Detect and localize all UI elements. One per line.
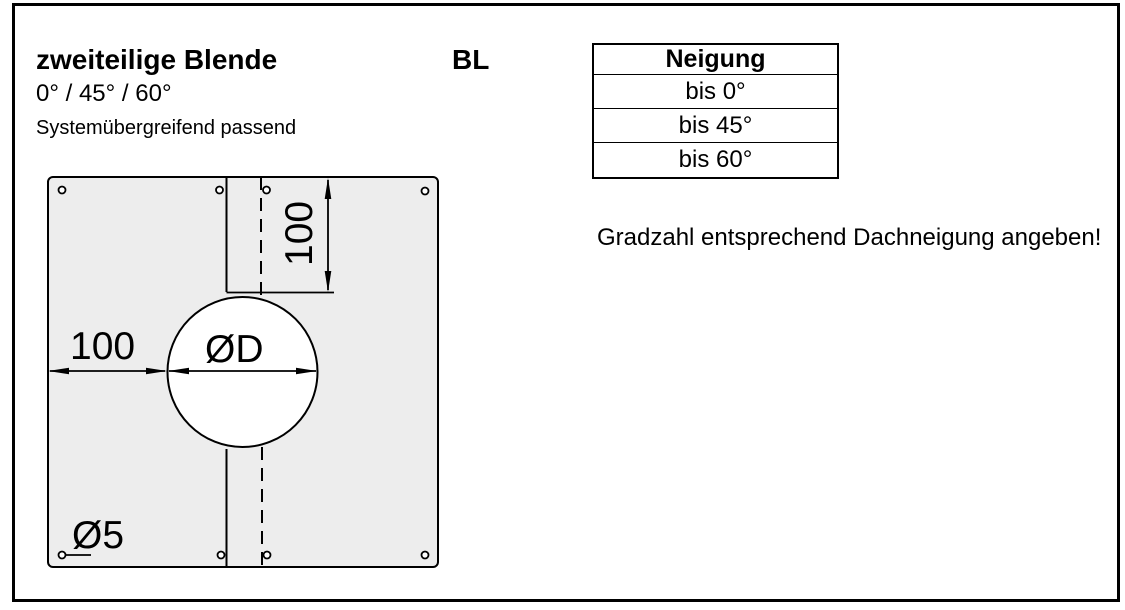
screw-hole-bottom-seam-right bbox=[262, 550, 272, 560]
arrowhead-down bbox=[324, 271, 332, 292]
product-title: zweiteilige Blende bbox=[36, 44, 278, 75]
neigung-table-header: Neigung bbox=[594, 45, 837, 75]
compatibility-subtitle: Systemübergreifend passend bbox=[36, 117, 297, 139]
screw-hole-bottom-right bbox=[420, 550, 430, 560]
screw-hole-top-left bbox=[57, 185, 67, 195]
screw-hole-bottom-seam-left bbox=[216, 550, 226, 560]
angle-variants: 0° / 45° / 60° bbox=[36, 80, 172, 107]
screw-hole-top-right bbox=[420, 186, 430, 196]
neigung-table: Neigung bis 0° bis 45° bis 60° bbox=[592, 43, 839, 179]
neigung-table-row: bis 0° bbox=[594, 75, 837, 109]
dimension-label-slot-depth: 100 bbox=[278, 201, 321, 266]
product-code: BL bbox=[452, 44, 490, 75]
screw-hole-bottom-left bbox=[57, 550, 67, 560]
dimension-diameter: ØD bbox=[168, 328, 317, 375]
neigung-table-row: bis 45° bbox=[594, 109, 837, 143]
arrowhead-up bbox=[324, 178, 332, 199]
dimension-label-left-margin: 100 bbox=[70, 325, 135, 368]
dimension-label-diameter: ØD bbox=[205, 328, 264, 371]
screw-hole-top-seam-left bbox=[215, 185, 224, 195]
screw-hole-callout: Ø5 bbox=[66, 514, 124, 557]
order-instruction-note: Gradzahl entsprechend Dachneigung angebe… bbox=[597, 224, 1102, 251]
arrowhead-left bbox=[48, 367, 69, 375]
neigung-table-row: bis 60° bbox=[678, 146, 753, 173]
pipe-hole-circle bbox=[166, 296, 319, 448]
arrowhead-right bbox=[146, 367, 167, 375]
page-border bbox=[12, 3, 1120, 602]
arrowhead-left bbox=[168, 367, 189, 375]
screw-hole-top-seam-right bbox=[262, 185, 271, 195]
screw-holes bbox=[57, 185, 430, 560]
dimension-left-margin: 100 bbox=[48, 325, 167, 375]
arrowhead-right bbox=[296, 367, 317, 375]
dimension-label-screw-hole: Ø5 bbox=[72, 514, 124, 557]
dimension-slot-depth: 100 bbox=[278, 178, 332, 292]
